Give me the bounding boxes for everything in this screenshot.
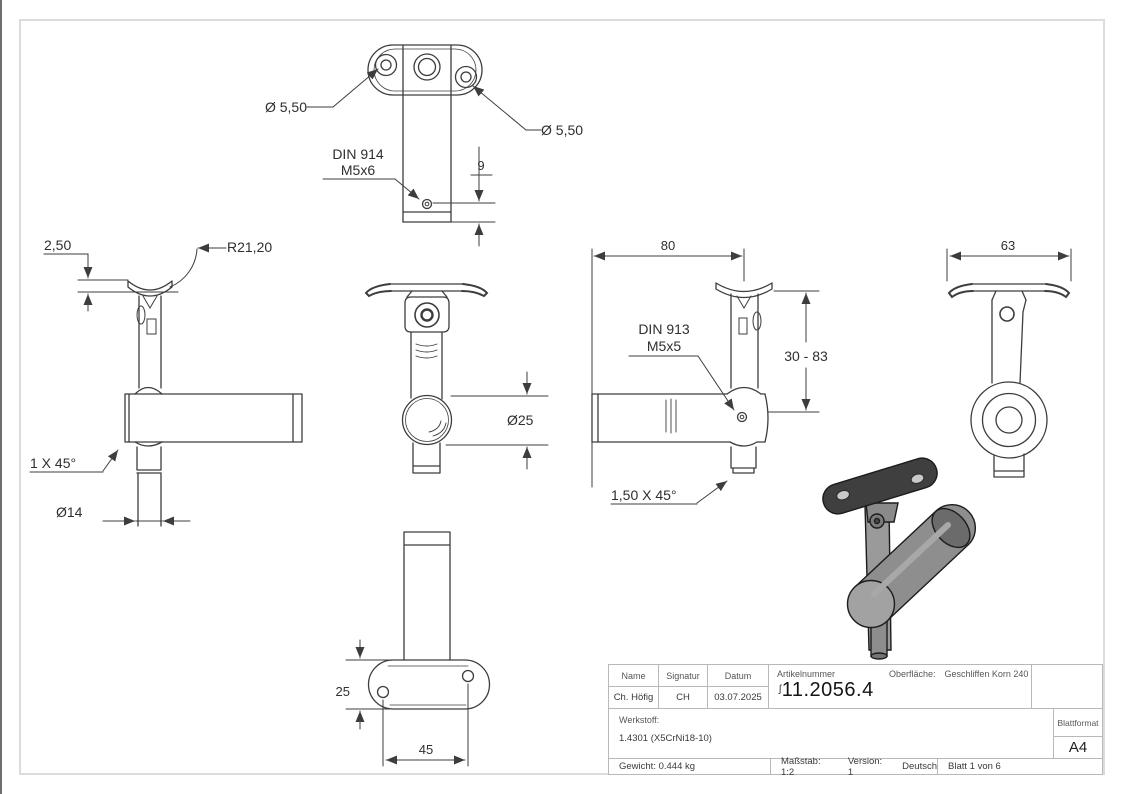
tb-date: 03.07.2025 [714, 692, 762, 703]
tb-scale: Maßstab: 1:2 [781, 755, 821, 778]
tb-sheet-format: A4 [1068, 739, 1088, 756]
dim-top-screw-line1: DIN 914 [332, 146, 384, 162]
tb-author-name: Ch. Höfig [613, 692, 654, 703]
tb-version: Version: 1 [847, 755, 883, 778]
tb-blattformat-label: Blattformat [1057, 717, 1099, 728]
tb-header-name-label: Name [621, 670, 646, 681]
view-bottom-labels: 25 45 [336, 684, 434, 757]
tb-werkstoff-value: 1.4301 (X5CrNi18-10) [619, 733, 712, 744]
dim-side-screw-line2: M5x5 [647, 338, 681, 354]
tb-artikelnummer-number: 11.2056.4 [781, 679, 874, 701]
dim-side-chamfer: 1,50 X 45° [611, 487, 677, 503]
dim-top-screw-line2: M5x6 [341, 162, 375, 178]
view-bottom [345, 531, 491, 767]
dim-right-plate-length: 63 [1001, 238, 1015, 253]
view-side-labels: 80 DIN 913 M5x5 30 - 83 1,50 X 45° [611, 238, 828, 503]
tb-header-name: Name [608, 664, 659, 687]
tb-header-datum-label: Datum [724, 670, 752, 681]
view-left [29, 243, 303, 527]
dim-front-ball-diameter: Ø25 [507, 412, 534, 428]
tb-werkstoff-cell: Werkstoff: 1.4301 (X5CrNi18-10) [608, 708, 1054, 759]
dim-top-hole-right: Ø 5,50 [541, 122, 583, 138]
view-front [364, 283, 549, 474]
tb-blattformat-value-cell: A4 [1053, 736, 1103, 759]
dim-top-hole-left: Ø 5,50 [265, 99, 307, 115]
view-top-labels: Ø 5,50 Ø 5,50 DIN 914 M5x6 9 [265, 99, 583, 178]
dim-side-screw-line1: DIN 913 [638, 321, 690, 337]
tb-werkstoff-label: Werkstoff: [619, 715, 660, 725]
tb-weight: Gewicht: 0.444 kg [619, 761, 696, 772]
view-isometric-3d [822, 457, 977, 660]
tb-artikel-cell: Artikelnummer ʃ11.2056.4 Oberfläche: Ges… [768, 664, 1032, 709]
view-side [591, 248, 820, 505]
tb-oberflaeche-label: Oberfläche: [889, 669, 936, 679]
view-front-labels: Ø25 [507, 412, 534, 428]
tb-header-datum: Datum [707, 664, 769, 687]
dim-top-depth: 9 [477, 158, 484, 173]
tb-value-datum: 03.07.2025 [707, 686, 769, 709]
tb-value-name: Ch. Höfig [608, 686, 659, 709]
view-top [306, 44, 542, 247]
tb-language: Deutsch [902, 761, 937, 772]
tb-artikelnummer-prefix: ʃ [779, 684, 782, 695]
tb-empty-cell [1031, 664, 1103, 709]
dim-left-chamfer: 1 X 45° [30, 455, 76, 471]
dim-bottom-plate-width: 25 [336, 684, 350, 699]
dim-left-radius: R21,20 [227, 239, 272, 255]
tb-sheet-number: Blatt 1 von 6 [948, 761, 1001, 772]
view-right [946, 248, 1072, 478]
view-left-labels: 2,50 R21,20 1 X 45° Ø14 [30, 237, 272, 520]
tb-header-signatur: Signatur [658, 664, 708, 687]
tb-artikelnummer-value: ʃ11.2056.4 [779, 679, 874, 702]
tb-author-initials: CH [676, 692, 690, 703]
dim-side-height-range: 30 - 83 [784, 348, 828, 364]
tb-blattformat-label-cell: Blattformat [1053, 708, 1103, 737]
tb-blatt-cell: Blatt 1 von 6 [937, 758, 1103, 775]
drawing-sheet-frame [19, 19, 1105, 775]
dim-side-length: 80 [661, 238, 675, 253]
tb-oberflaeche-value: Geschliffen Korn 240 [944, 669, 1029, 679]
window-left-edge [0, 0, 2, 794]
tb-artikelnummer-label: Artikelnummer [777, 669, 836, 679]
dim-bottom-hole-spacing: 45 [419, 742, 433, 757]
tb-scale-version-cell: Maßstab: 1:2 Version: 1 Deutsch [770, 755, 938, 778]
tb-value-signatur: CH [658, 686, 708, 709]
dim-left-rod-diameter: Ø14 [56, 504, 83, 520]
tb-header-signatur-label: Signatur [666, 670, 700, 681]
tb-gewicht-cell: Gewicht: 0.444 kg [608, 758, 771, 775]
dim-left-thickness: 2,50 [44, 237, 71, 253]
view-right-labels: 63 [1001, 238, 1015, 253]
